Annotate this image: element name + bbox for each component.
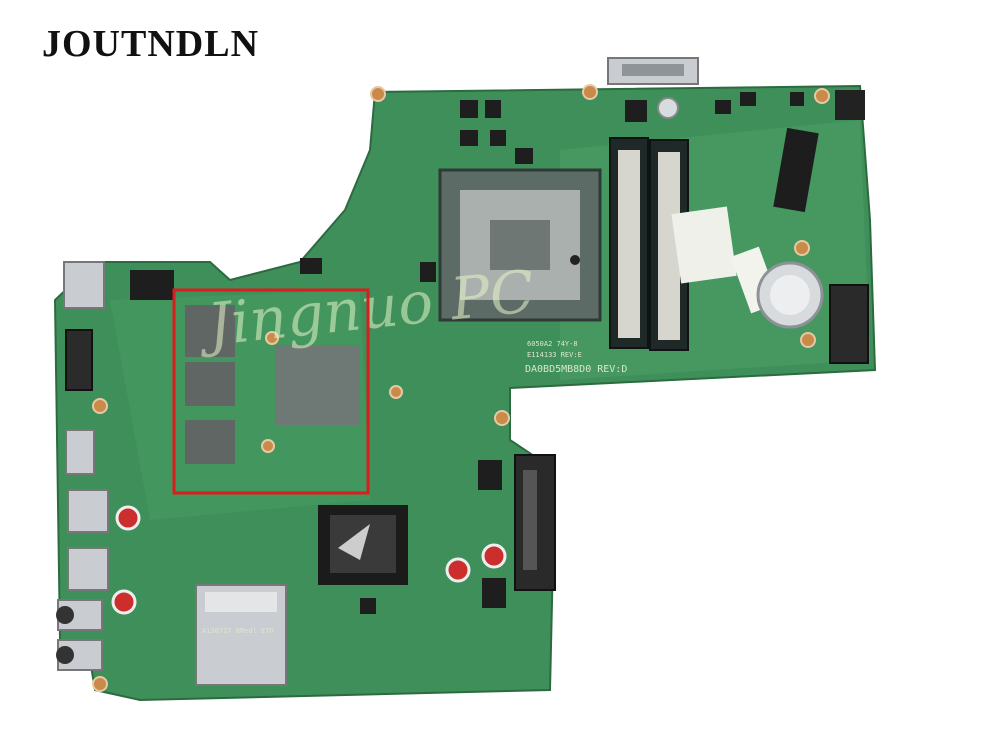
sata-connector	[829, 284, 869, 364]
highlight-box	[172, 288, 370, 495]
vga-port	[65, 329, 93, 391]
silkscreen-sub: E114133 REV:E	[527, 351, 582, 359]
capacitors	[111, 97, 679, 615]
sticker	[671, 206, 737, 284]
cpu-socket	[438, 168, 602, 322]
hdmi-port	[65, 429, 95, 475]
chipset	[318, 505, 408, 585]
silkscreen-model: DA0BD5MB8D0 REV:D	[525, 364, 627, 375]
ic-chips	[130, 92, 804, 614]
gpu-area	[185, 305, 360, 464]
mounting-holes	[92, 84, 830, 692]
sd-card-slot: A130727 BMedl ETO	[195, 584, 287, 686]
usb-port	[67, 547, 109, 591]
usb-port	[67, 489, 109, 533]
ethernet-port	[63, 261, 105, 309]
silkscreen-part: 6050A2 74Y-8	[527, 340, 578, 348]
ram-slots	[609, 137, 689, 351]
brand-title: JOUTNDLN	[42, 23, 260, 65]
sd-label: A130727 BMedl ETO	[202, 627, 274, 635]
